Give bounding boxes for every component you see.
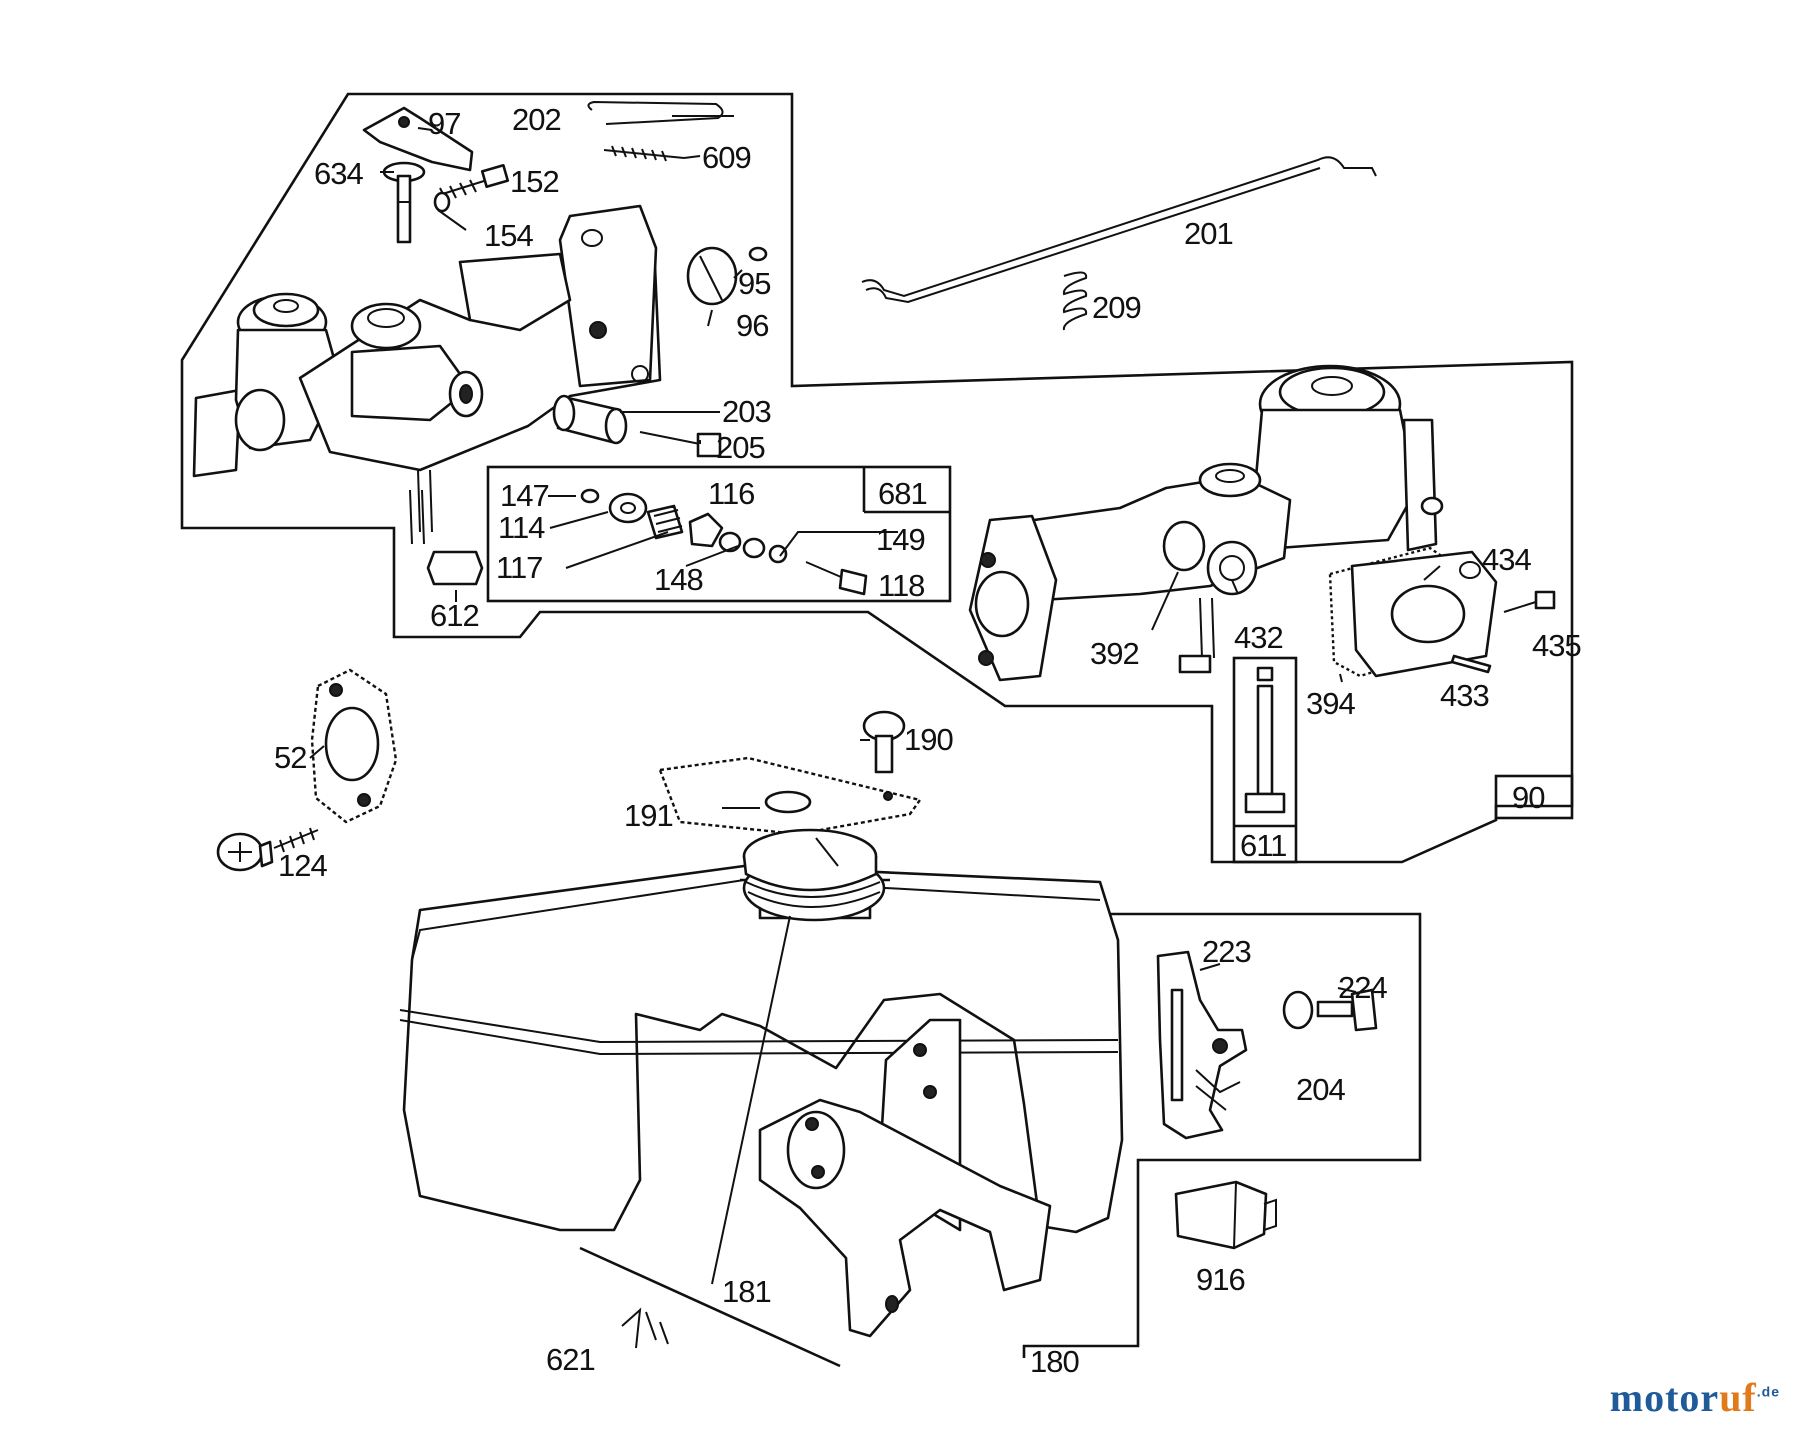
- label-681: 681: [878, 476, 927, 511]
- choke-shaft: [382, 161, 426, 244]
- label-434: 434: [1482, 542, 1531, 577]
- screw-124: [216, 827, 319, 872]
- label-117: 117: [496, 550, 542, 585]
- label-205: 205: [716, 430, 765, 465]
- label-224: 224: [1338, 970, 1387, 1005]
- label-433: 433: [1440, 678, 1489, 713]
- spring-209: [1062, 271, 1088, 331]
- label-190: 190: [904, 722, 953, 757]
- label-114: 114: [498, 510, 545, 545]
- label-435: 435: [1532, 628, 1581, 663]
- clip-621: [621, 1307, 669, 1349]
- label-154: 154: [484, 218, 533, 253]
- label-180: 180: [1030, 1344, 1079, 1379]
- choke-plate: [686, 246, 768, 306]
- label-432: 432: [1234, 620, 1283, 655]
- label-box-90: [1494, 774, 1574, 820]
- tank-bracket: [758, 1098, 1052, 1338]
- label-152: 152: [510, 164, 559, 199]
- idle-screw: [433, 163, 510, 213]
- bowl-screw-435: [1503, 590, 1556, 613]
- label-223: 223: [1202, 934, 1251, 969]
- label-95: 95: [738, 266, 770, 301]
- throttle-lever: [362, 106, 474, 172]
- label-90: 90: [1512, 780, 1545, 815]
- watermark-suffix: .de: [1756, 1383, 1780, 1400]
- watermark-logo: motoruf.de: [1610, 1374, 1780, 1421]
- watermark-part1: motor: [1609, 1375, 1720, 1420]
- label-118: 118: [878, 568, 924, 603]
- watermark-part2: uf: [1719, 1375, 1757, 1420]
- washer-204: [1282, 990, 1314, 1030]
- label-181: 181: [722, 1274, 771, 1309]
- bolt-611: [1244, 666, 1286, 814]
- label-149: 149: [876, 522, 925, 557]
- label-634: 634: [314, 156, 363, 191]
- label-392: 392: [1090, 636, 1139, 671]
- label-916: 916: [1196, 1262, 1245, 1297]
- label-203: 203: [722, 394, 771, 429]
- label-52: 52: [274, 740, 306, 775]
- bolt-box-611: [1232, 656, 1298, 864]
- throttle-rod: [861, 156, 1377, 304]
- label-97: 97: [428, 106, 460, 141]
- switch-916: [1174, 1180, 1277, 1250]
- label-621: 621: [546, 1342, 595, 1377]
- label-191: 191: [624, 798, 673, 833]
- label-611: 611: [1240, 828, 1286, 863]
- label-209: 209: [1092, 290, 1141, 325]
- label-148: 148: [654, 562, 703, 597]
- label-147: 147: [500, 478, 549, 513]
- hex-nut-612: [426, 550, 484, 586]
- governor-lever-223: [1156, 950, 1248, 1140]
- label-609: 609: [702, 140, 751, 175]
- carb-gasket: [310, 668, 398, 824]
- label-96: 96: [736, 308, 768, 343]
- label-201: 201: [1184, 216, 1233, 251]
- carburetor-body-left: [192, 204, 662, 545]
- cover-plate: [658, 756, 923, 836]
- carburetor-body-right: [968, 364, 1444, 682]
- float-bowl-gasket: [1328, 546, 1498, 678]
- jet-kit-parts: [580, 488, 868, 596]
- label-394: 394: [1306, 686, 1355, 721]
- label-116: 116: [708, 476, 754, 511]
- screw-224: [1316, 988, 1378, 1032]
- label-202: 202: [512, 102, 561, 137]
- governor-spring: [603, 145, 685, 162]
- mounting-screw-205: [639, 431, 722, 458]
- label-204: 204: [1296, 1072, 1345, 1107]
- jet-kit-box: [486, 465, 952, 603]
- tank-bracket-group-outline: [1022, 912, 1422, 1358]
- intake-tube: [552, 394, 628, 445]
- label-612: 612: [430, 598, 479, 633]
- screw-190: [862, 710, 906, 774]
- carburetor-group-outline: [180, 92, 1574, 864]
- governor-link: [587, 100, 724, 125]
- label-124: 124: [278, 848, 327, 883]
- pin-433: [1450, 654, 1492, 674]
- fuel-tank: [399, 828, 1124, 1234]
